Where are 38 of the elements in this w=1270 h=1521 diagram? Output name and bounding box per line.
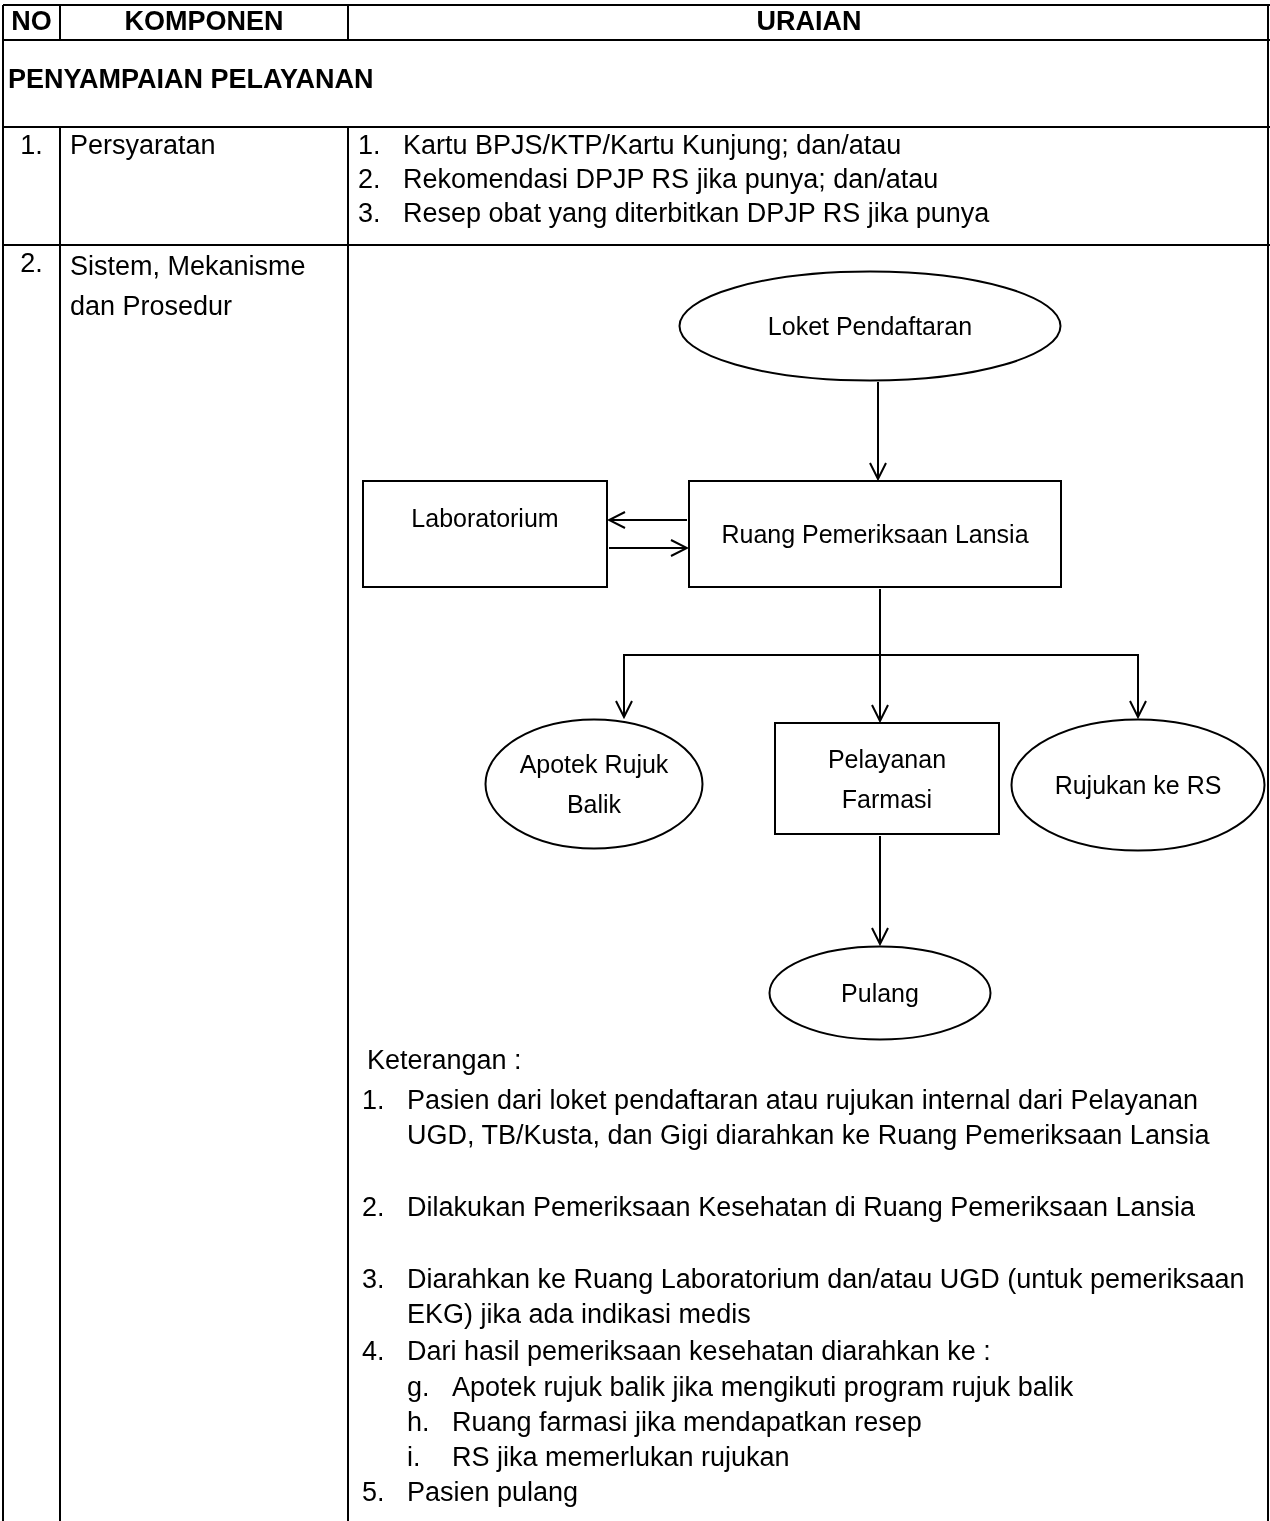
process-box — [688, 480, 1062, 588]
node-label: Ruang Pemeriksaan Lansia — [720, 519, 1030, 550]
row-number: 1. — [19, 129, 44, 162]
process-box — [774, 722, 1000, 835]
list-item: 2. Rekomendasi DPJP RS jika punya; dan/atau — [358, 163, 940, 196]
terminal-ellipse — [768, 945, 992, 1041]
list-item: 2. Dilakukan Pemeriksaan Kesehatan di Ruang Pemeriksaan Lansia — [362, 1191, 1196, 1224]
cell-text: Sistem, Mekanisme dan Prosedur — [70, 250, 307, 323]
list-item: 5. Pasien pulang — [362, 1476, 580, 1509]
process-box — [362, 480, 608, 588]
arrow — [608, 511, 688, 529]
node-label: Laboratorium — [410, 503, 560, 534]
terminal-ellipse — [1010, 718, 1266, 852]
column-header: URAIAN — [755, 5, 863, 38]
arrow — [869, 381, 887, 480]
list-item: 4. Dari hasil pemeriksaan kesehatan diarahkan ke : — [362, 1335, 992, 1368]
arrow — [871, 835, 889, 945]
node-label: Apotek Rujuk Balik — [518, 749, 670, 820]
list-item: 3. Resep obat yang diterbitkan DPJP RS jika punya — [358, 197, 991, 230]
column-header: NO — [10, 5, 53, 38]
terminal-ellipse — [678, 270, 1062, 382]
list-item: 3. Diarahkan ke Ruang Laboratorium dan/atau UGD (untuk pemeriksaan EKG) jika ada indikasi medis — [362, 1263, 1246, 1331]
node-label: Loket Pendaftaran — [766, 311, 974, 342]
list-item: g. Apotek rujuk balik jika mengikuti program rujuk balik — [407, 1371, 1075, 1404]
cell-text: Persyaratan — [70, 129, 217, 162]
column-header: KOMPONEN — [123, 5, 285, 38]
section-heading: PENYAMPAIAN PELAYANAN — [8, 63, 375, 96]
node-label: Pelayanan Farmasi — [826, 743, 948, 815]
list-item: 1. Pasien dari loket pendaftaran atau rujukan internal dari Pelayanan UGD, TB/Kusta, dan Gigi diarahkan ke Ruang Pemeriksaan Lansia — [362, 1084, 1211, 1152]
node-label: Pulang — [840, 978, 920, 1009]
node-label: Rujukan ke RS — [1053, 770, 1223, 801]
note-heading: Keterangan : — [367, 1044, 523, 1077]
list-item: 1. Kartu BPJS/KTP/Kartu Kunjung; dan/atau — [358, 129, 903, 162]
arrow — [608, 539, 688, 557]
list-item: h. Ruang farmasi jika mendapatkan resep — [407, 1406, 923, 1439]
row-number: 2. — [19, 247, 44, 280]
terminal-ellipse — [484, 718, 704, 850]
list-item: i. RS jika memerlukan rujukan — [407, 1441, 791, 1474]
